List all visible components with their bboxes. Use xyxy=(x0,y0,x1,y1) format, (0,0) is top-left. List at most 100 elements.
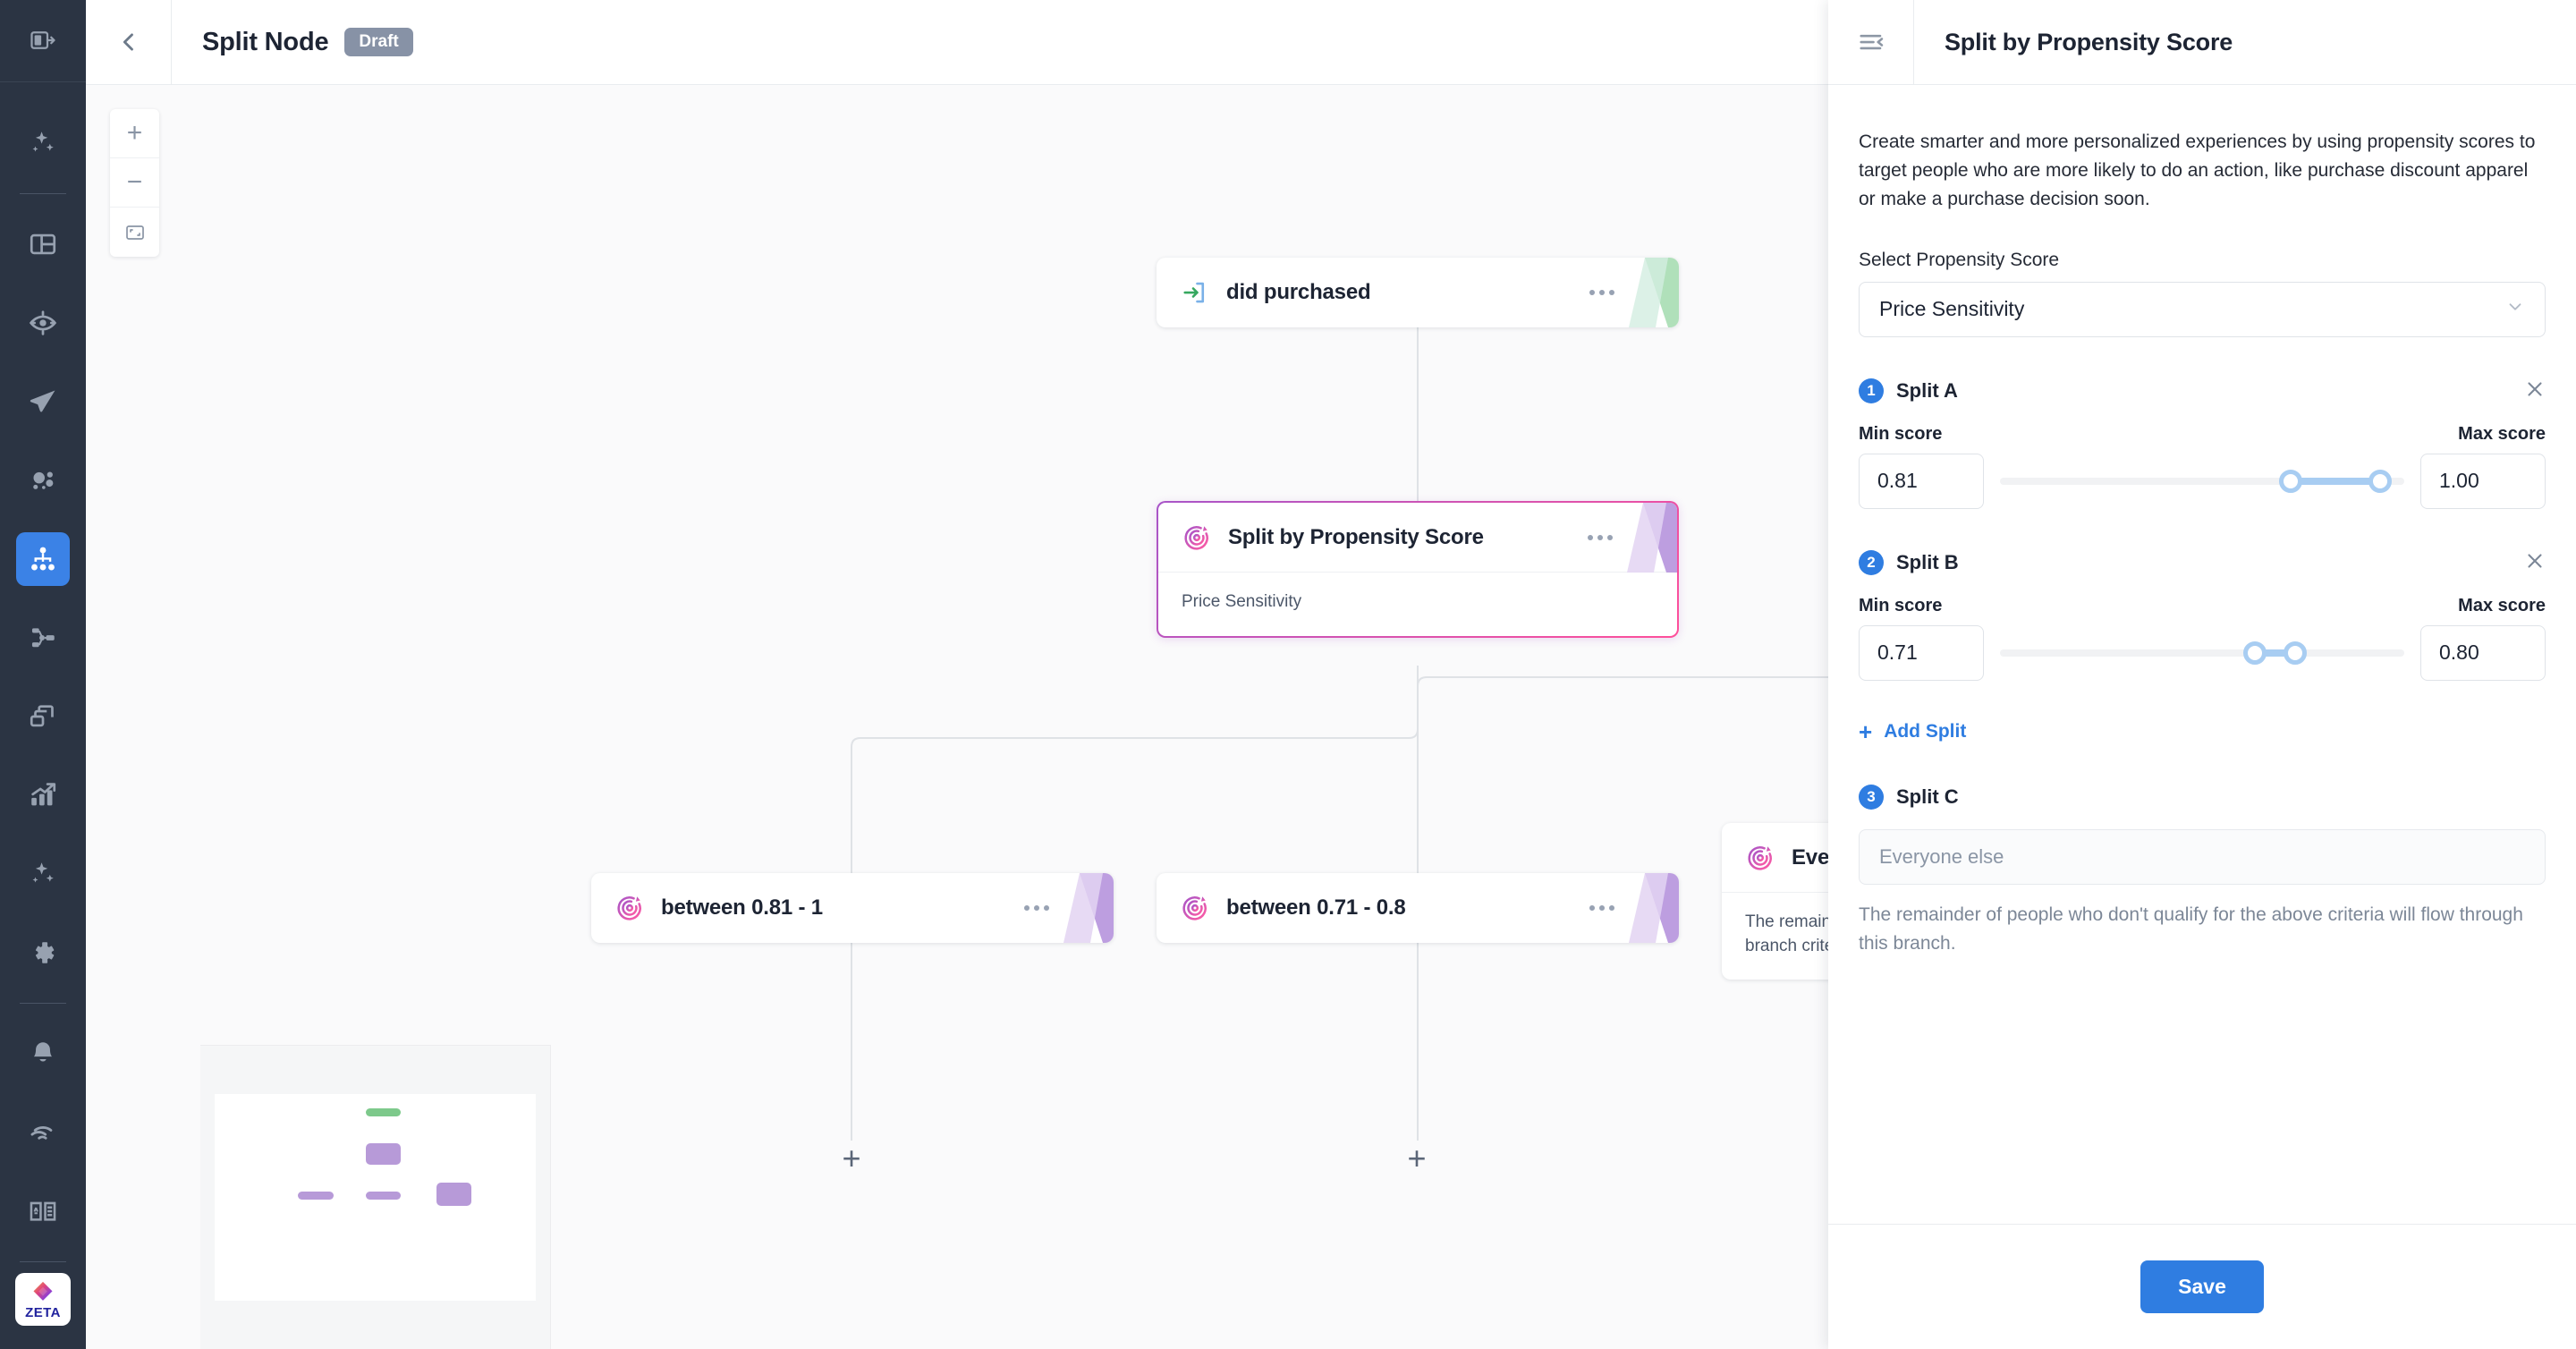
split-b-slider-thumb-min[interactable] xyxy=(2242,641,2267,665)
close-icon xyxy=(2528,382,2542,396)
save-button[interactable]: Save xyxy=(2140,1260,2264,1313)
bell-icon xyxy=(33,1042,53,1062)
enter-arrow-icon xyxy=(1180,277,1210,308)
propensity-score-select[interactable]: Price Sensitivity xyxy=(1859,281,2546,337)
split-b-slider-track xyxy=(2000,649,2404,657)
panel-collapse-button[interactable] xyxy=(1828,0,1914,85)
split-b-max-label: Max score xyxy=(2458,595,2546,615)
plus-icon: + xyxy=(126,118,143,148)
sidebar-item-library[interactable] xyxy=(16,690,70,743)
zeta-logo-text: ZETA xyxy=(25,1304,61,1320)
split-b-range-slider[interactable] xyxy=(2000,625,2404,681)
sidebar-item-send-campaign[interactable] xyxy=(16,375,70,428)
panel-content: Create smarter and more personalized exp… xyxy=(1828,85,2576,1224)
node-header: did purchased xyxy=(1157,258,1679,327)
split-b-header: 2 Split B xyxy=(1859,550,2546,576)
add-node-button-left[interactable]: + xyxy=(834,1141,869,1176)
node-menu-button[interactable] xyxy=(1024,905,1049,911)
split-a-slider-track xyxy=(2000,477,2404,485)
node-menu-button[interactable] xyxy=(1589,905,1614,911)
sidebar-item-dashboard[interactable] xyxy=(16,217,70,271)
rail-divider-3 xyxy=(20,1260,66,1262)
split-a-range-slider[interactable] xyxy=(2000,454,2404,509)
sidebar-item-segments[interactable] xyxy=(16,454,70,507)
back-button[interactable] xyxy=(86,0,172,85)
zoom-controls: + − xyxy=(110,109,159,257)
split-a-number-badge: 1 xyxy=(1859,378,1884,404)
sidebar-item-audience-target[interactable] xyxy=(16,296,70,350)
rail-collapse-button[interactable] xyxy=(0,0,86,82)
panel-header: Split by Propensity Score xyxy=(1828,0,2576,85)
flow-node-did-purchased[interactable]: did purchased xyxy=(1157,258,1679,327)
node-menu-button[interactable] xyxy=(1589,290,1614,295)
sidebar-item-settings[interactable] xyxy=(16,926,70,980)
minimap-node-split xyxy=(365,1143,402,1165)
split-b-remove-button[interactable] xyxy=(2524,550,2546,576)
split-b-score-row: Min score Max score xyxy=(1859,596,2546,681)
split-b-number-badge: 2 xyxy=(1859,550,1884,576)
fit-view-icon xyxy=(125,225,144,240)
node-accent-corner xyxy=(1629,873,1679,943)
split-b-max-input[interactable] xyxy=(2420,624,2546,681)
add-node-button-center[interactable]: + xyxy=(1399,1141,1435,1176)
split-a-max-input[interactable] xyxy=(2420,453,2546,509)
sidebar-item-notifications[interactable] xyxy=(16,1027,70,1081)
dashboard-icon xyxy=(30,233,56,255)
sparkles-icon xyxy=(32,862,54,883)
target-eye-icon xyxy=(29,310,57,335)
signal-icon xyxy=(30,1125,53,1140)
node-body: Price Sensitivity xyxy=(1158,573,1677,636)
sidebar-item-ai-sparkle[interactable] xyxy=(16,116,70,170)
plus-icon: + xyxy=(1859,717,1873,745)
split-b-min-input[interactable] xyxy=(1859,624,1984,681)
sidebar-item-docs[interactable] xyxy=(16,1184,70,1238)
flow-node-between-081-1[interactable]: between 0.81 - 1 xyxy=(591,873,1114,943)
split-b-slider-thumb-max[interactable] xyxy=(2283,641,2307,665)
split-a-slider-thumb-min[interactable] xyxy=(2279,469,2303,493)
split-c-name: Split C xyxy=(1896,785,1959,808)
split-b-min-label: Min score xyxy=(1859,595,1943,615)
flow-node-split-by-propensity-score[interactable]: Split by Propensity Score Price Sensitiv… xyxy=(1157,501,1679,638)
node-label: did purchased xyxy=(1226,280,1371,304)
split-b-controls xyxy=(1859,624,2546,681)
propensity-score-value: Price Sensitivity xyxy=(1879,297,2025,321)
sidebar-item-journeys[interactable] xyxy=(16,531,70,586)
split-a-header: 1 Split A xyxy=(1859,378,2546,404)
sidebar-item-insights-sparkle[interactable] xyxy=(16,847,70,901)
panel-collapse-left-icon xyxy=(1859,34,1883,50)
node-label: between 0.81 - 1 xyxy=(661,895,823,920)
plus-icon: + xyxy=(842,1140,861,1176)
canvas-minimap[interactable] xyxy=(200,1045,551,1349)
add-split-label: Add Split xyxy=(1884,720,1967,742)
split-b-title-group: 2 Split B xyxy=(1859,550,1959,576)
node-header: Split by Propensity Score xyxy=(1158,503,1677,573)
zoom-in-button[interactable]: + xyxy=(110,109,159,158)
zeta-logo[interactable]: ZETA xyxy=(15,1272,71,1326)
split-b-slider-range xyxy=(2254,649,2295,657)
sidebar-item-activity[interactable] xyxy=(16,1106,70,1159)
fit-view-button[interactable] xyxy=(110,208,159,257)
main-area: Split Node Draft + − xyxy=(86,0,2576,1349)
zeta-diamond-icon xyxy=(33,1281,53,1301)
node-menu-button[interactable] xyxy=(1588,534,1613,540)
zoom-out-button[interactable]: − xyxy=(110,158,159,208)
nodes-cluster-icon xyxy=(33,471,54,489)
paper-plane-icon xyxy=(30,390,55,412)
node-label: between 0.71 - 0.8 xyxy=(1226,895,1406,920)
target-bolt-icon xyxy=(1745,843,1775,873)
split-a-slider-range xyxy=(2291,477,2380,485)
split-a-min-input[interactable] xyxy=(1859,453,1984,509)
minimap-node-branch-a xyxy=(298,1191,334,1200)
split-a-remove-button[interactable] xyxy=(2524,378,2546,404)
split-a-controls xyxy=(1859,453,2546,509)
sidebar-item-analytics[interactable] xyxy=(16,768,70,822)
split-c-placeholder: Everyone else xyxy=(1879,844,2004,868)
node-header: between 0.71 - 0.8 xyxy=(1157,873,1679,943)
flow-node-between-071-08[interactable]: between 0.71 - 0.8 xyxy=(1157,873,1679,943)
rail-divider-1 xyxy=(20,192,66,194)
sidebar-item-workflows[interactable] xyxy=(16,611,70,665)
minimap-viewport xyxy=(215,1094,536,1301)
split-a-slider-thumb-max[interactable] xyxy=(2368,469,2392,493)
status-badge: Draft xyxy=(344,28,413,56)
add-split-button[interactable]: + Add Split xyxy=(1859,720,2546,743)
